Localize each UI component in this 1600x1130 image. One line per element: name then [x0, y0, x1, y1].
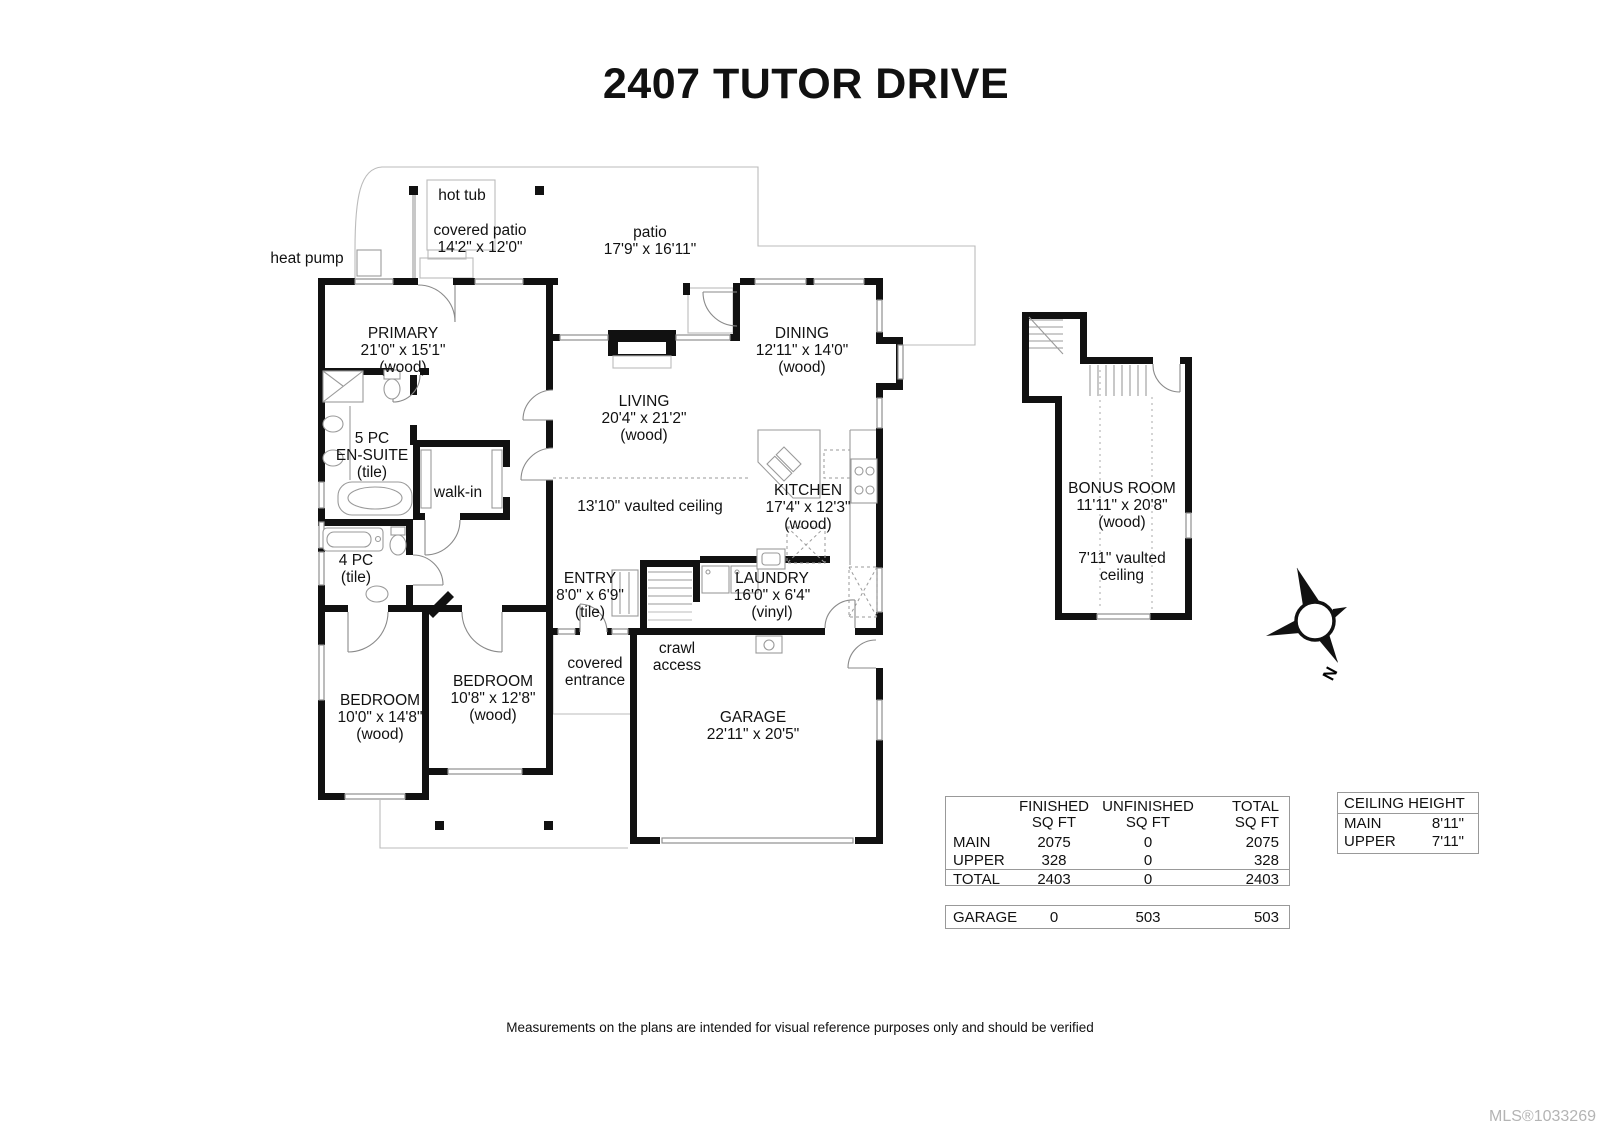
cabinet — [823, 449, 851, 479]
table-row: UPPER 328 0 328 — [953, 851, 1279, 869]
table-row: UPPER 7'11" — [1344, 832, 1464, 850]
sink — [365, 585, 389, 603]
stairs-bonus — [1028, 316, 1147, 396]
compass-north-label: N — [1318, 664, 1341, 684]
label-vaulted-ceiling: 13'10" vaulted ceiling — [577, 498, 723, 515]
windows — [318, 278, 904, 844]
doors — [347, 284, 877, 669]
stairs-main — [648, 571, 692, 621]
stove — [850, 458, 878, 504]
garage-sqft-table: GARAGE 0 503 503 — [945, 905, 1290, 929]
garage-door — [661, 837, 854, 844]
disclaimer-text: Measurements on the plans are intended f… — [506, 1020, 1094, 1035]
patio-roof-edge — [412, 195, 416, 278]
deck-post — [544, 821, 553, 830]
patio-outline — [354, 166, 976, 346]
closet-shelf — [491, 449, 503, 509]
kitchen-sink — [775, 446, 802, 473]
table-row-total: TOTAL 2403 0 2403 — [946, 869, 1289, 888]
ceiling-table-header: CEILING HEIGHT — [1338, 793, 1478, 814]
label-hot-tub: hot tub — [438, 187, 486, 204]
mls-number: MLS®1033269 — [1489, 1108, 1596, 1125]
entry-closet — [611, 569, 639, 617]
toilet — [390, 526, 406, 536]
closet-shelf — [420, 449, 432, 509]
sink — [322, 449, 344, 467]
utility — [755, 635, 783, 654]
cabinet — [848, 566, 878, 618]
bonus-room-walls — [1022, 312, 1192, 620]
label-heat-pump: heat pump — [270, 250, 344, 267]
fixtures — [322, 369, 639, 617]
patio-post — [535, 186, 544, 195]
sink — [322, 415, 344, 433]
compass-rose: N — [1266, 567, 1347, 684]
table-row: MAIN 8'11" — [1344, 814, 1464, 832]
heat-pump-unit — [356, 249, 382, 277]
washer — [701, 565, 730, 594]
kitchen-fixtures — [553, 429, 878, 565]
table-row: MAIN 2075 0 2075 — [953, 833, 1279, 851]
patio-post — [409, 186, 418, 195]
laundry-fixtures — [701, 526, 878, 654]
pantry — [786, 526, 826, 564]
page-title: 2407 TUTOR DRIVE — [602, 60, 1010, 108]
label-four-pc: 4 PC(tile) — [338, 552, 374, 586]
table-row-garage: GARAGE 0 503 503 — [953, 908, 1279, 926]
deck-post — [435, 821, 444, 830]
exterior-walls — [318, 278, 903, 844]
porch-nook — [687, 287, 734, 334]
label-walk-in: walk-in — [433, 484, 483, 501]
ceiling-height-table: CEILING HEIGHT MAIN 8'11" UPPER 7'11" — [1337, 792, 1479, 854]
